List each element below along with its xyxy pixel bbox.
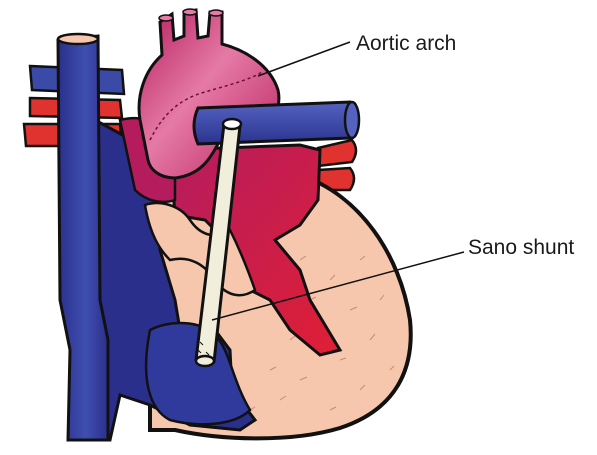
sano-shunt-label: Sano shunt <box>468 236 574 259</box>
aortic-arch-leader-line <box>258 42 350 76</box>
left-pulmonary-veins <box>318 140 356 190</box>
superior-vena-cava <box>58 34 108 440</box>
pulmonary-artery <box>194 102 359 144</box>
aortic-arch-label: Aortic arch <box>356 32 456 55</box>
